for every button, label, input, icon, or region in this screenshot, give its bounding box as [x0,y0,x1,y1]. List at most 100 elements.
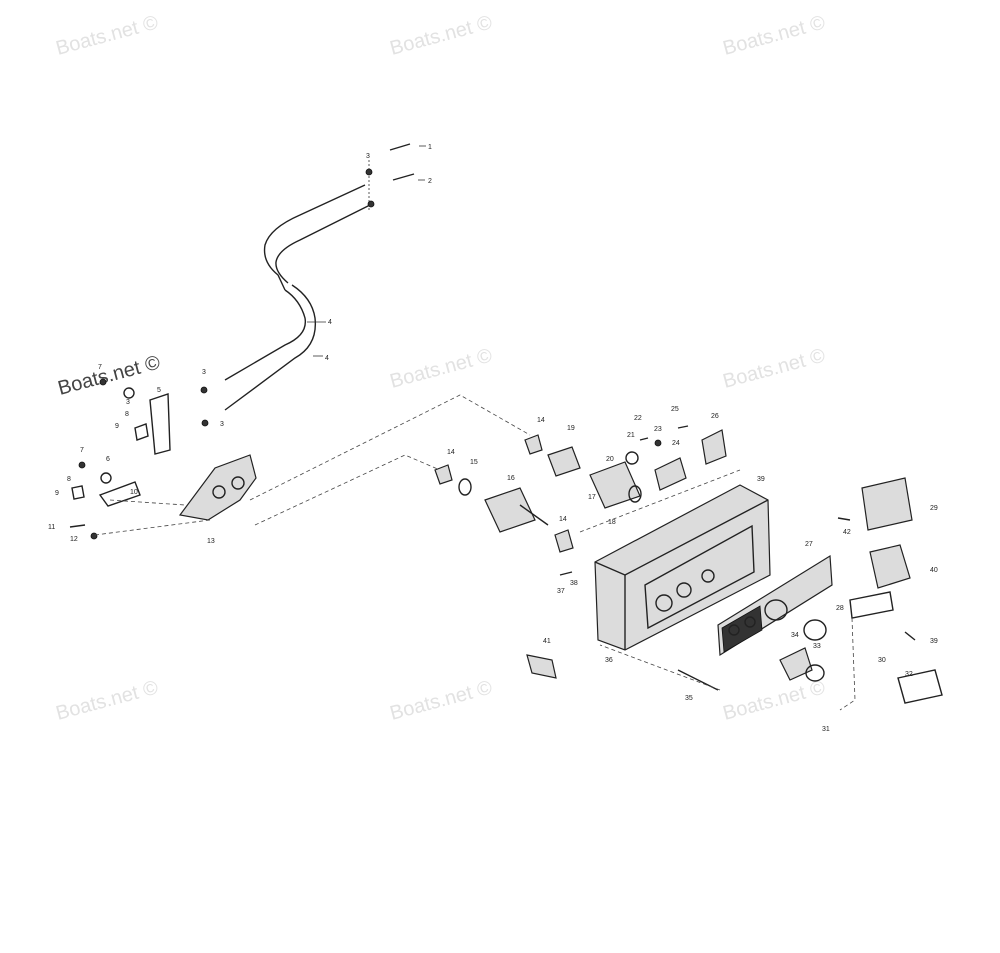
watermark: Boats.net © [721,344,828,392]
decal-hole [744,616,756,628]
bracket [654,457,687,491]
label-3: 3 [366,153,370,160]
cable-lower [275,204,371,284]
label-4: 4 [325,355,329,362]
cover-plate [178,454,257,521]
nut [654,439,662,447]
key-switch-assembly [526,477,943,711]
assembly-line [249,394,531,501]
screw [559,571,573,576]
washer [458,478,472,496]
knob [547,446,581,477]
screw [639,437,649,441]
label-15: 15 [470,459,478,466]
label-22: 22 [634,415,642,422]
label-38: 38 [570,580,578,587]
label-14: 14 [537,417,545,424]
label-35: 35 [685,695,693,702]
label-23: 23 [654,426,662,433]
bushing [134,423,149,441]
control-box [594,484,833,657]
screw [69,524,86,528]
label-31: 31 [822,726,830,733]
label-40: 40 [930,567,938,574]
screw [837,517,851,521]
cover-hole [212,485,226,499]
watermark: Boats.net © [54,11,161,59]
assembly-line [599,644,721,691]
decal [897,669,943,704]
assembly-line [254,454,441,526]
label-30: 30 [878,657,886,664]
cable-lower-lower-run [224,284,317,411]
cover-hole [231,476,245,490]
label-7: 7 [80,447,84,454]
watermark: Boats.net © [388,344,495,392]
screw [78,461,86,469]
label-25: 25 [671,406,679,413]
part-number-labels: 1 2 3 3 3 3 4 4 5 6 7 7 8 8 9 9 10 11 12… [48,144,938,733]
cable-upper [263,184,366,291]
shaft [519,504,549,526]
watermark-emphasized: Boats.net © [56,351,163,399]
mount-bracket [849,591,894,619]
label-14: 14 [559,516,567,523]
switch-body [779,647,813,681]
face-hole [701,569,715,583]
nut [524,434,543,455]
cable-end-1 [389,143,411,151]
switch-cover [861,477,913,531]
nut [367,200,375,208]
washer [100,472,112,484]
label-1: 1 [428,144,432,151]
assembly-line [94,519,211,536]
assembly-line [109,499,186,506]
watermark: Boats.net © [388,676,495,724]
label-9: 9 [115,423,119,430]
assembly-line [579,469,741,533]
switch-assembly [579,425,741,533]
control-cables [200,143,426,427]
bushing [71,485,85,500]
label-37: 37 [557,588,565,595]
label-6: 6 [106,456,110,463]
nut [554,529,574,553]
nut [90,532,98,540]
label-34: 34 [791,632,799,639]
label-7: 7 [98,364,102,371]
label-3: 3 [220,421,224,428]
shift-lever-assembly [69,378,531,540]
cable-end-2 [392,173,415,181]
throttle-shaft-assembly [434,434,642,553]
label-33: 33 [813,643,821,650]
screw [904,631,916,641]
label-13: 13 [207,538,215,545]
label-10: 10 [130,489,138,496]
label-8: 8 [125,411,129,418]
label-21: 21 [627,432,635,439]
retainer [805,664,825,682]
cylinder-end [628,485,642,503]
label-5: 5 [157,387,161,394]
watermark: Boats.net © [388,11,495,59]
watermark: Boats.net © [54,676,161,724]
lens [803,619,827,641]
label-39: 39 [757,476,765,483]
decal-lens [764,599,788,621]
shaft-housing [484,487,536,533]
bracket [149,393,171,455]
switch [869,544,911,589]
nut [201,419,209,427]
cable-upper-lower-run [224,289,307,381]
label-29: 29 [930,505,938,512]
shift-lever [98,481,141,507]
label-19: 19 [567,425,575,432]
label-41: 41 [543,638,551,645]
lockwasher [625,451,639,465]
label-36: 36 [605,657,613,664]
label-32: 32 [905,671,913,678]
assembly-line [839,617,856,711]
nut [200,386,208,394]
label-8: 8 [67,476,71,483]
